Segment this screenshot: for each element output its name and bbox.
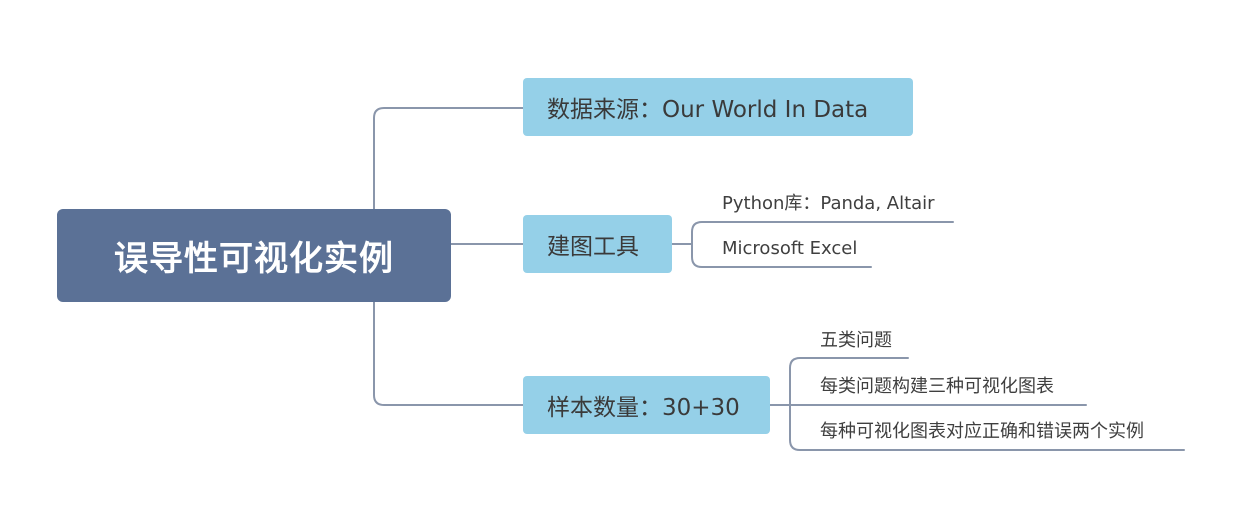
leaf-microsoft-excel[interactable]: Microsoft Excel [722, 238, 858, 259]
root-topic-title: 误导性可视化实例 [114, 239, 394, 279]
branch-chart-tools-label: 建图工具 [547, 234, 639, 260]
branch-chart-tools[interactable]: 建图工具 [523, 215, 672, 273]
leaf-five-problem-types[interactable]: 五类问题 [820, 330, 892, 351]
root-topic[interactable]: 误导性可视化实例 [57, 209, 451, 302]
branch-sample-count[interactable]: 样本数量：30+30 [523, 376, 770, 434]
leaf-correct-and-wrong-instances[interactable]: 每种可视化图表对应正确和错误两个实例 [820, 421, 1144, 442]
connector-root-to-samples [373, 301, 524, 406]
leaf-three-charts-per-type[interactable]: 每类问题构建三种可视化图表 [820, 376, 1054, 397]
branch-data-source-label: 数据来源：Our World In Data [547, 97, 869, 123]
leaf-python-libraries[interactable]: Python库：Panda, Altair [722, 193, 935, 214]
branch-sample-count-label: 样本数量：30+30 [547, 395, 740, 421]
connector-root-to-source [373, 107, 524, 210]
branch-data-source[interactable]: 数据来源：Our World In Data [523, 78, 913, 136]
